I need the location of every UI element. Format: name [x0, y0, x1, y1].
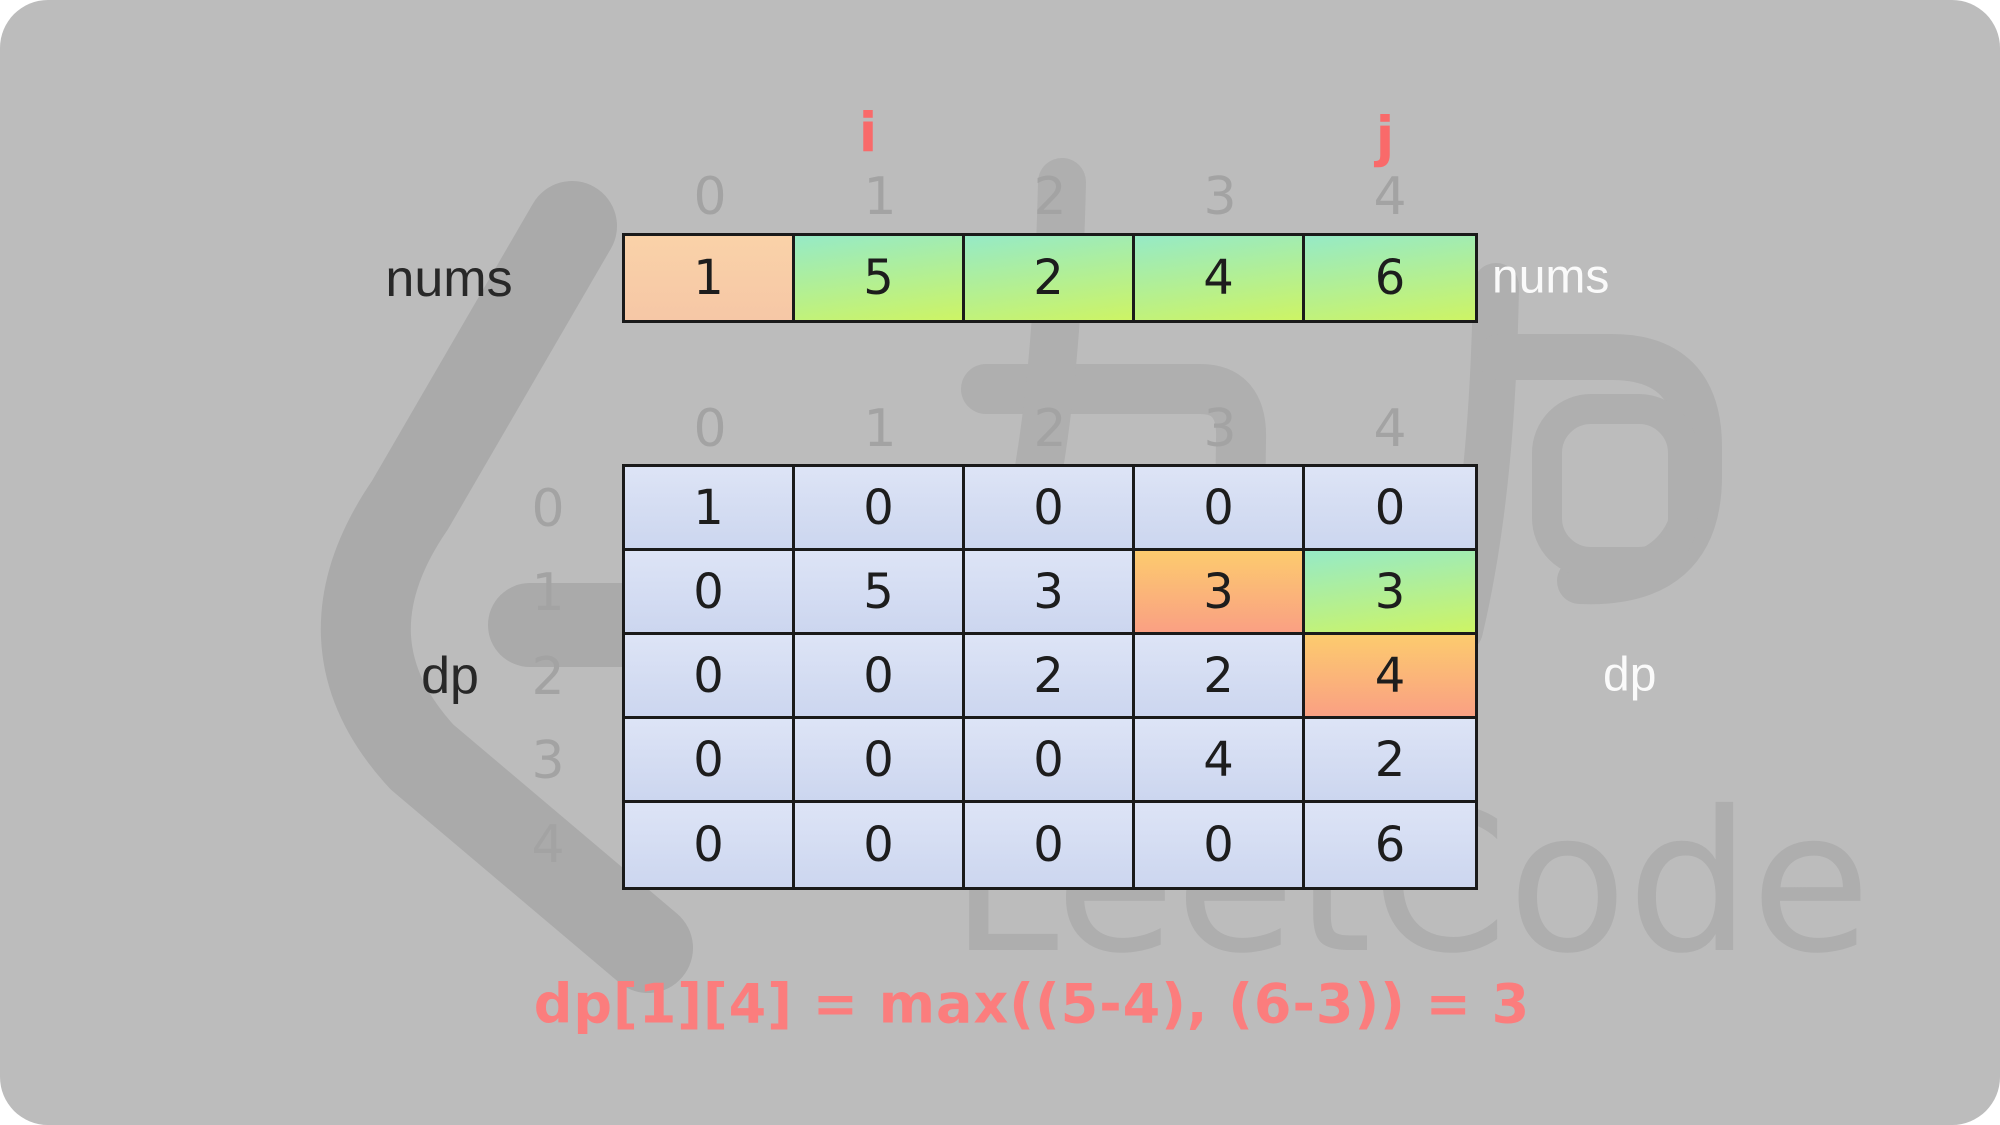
dp-cell-3-0: 0 [625, 719, 795, 803]
dp-cell-2-4-highlighted: 4 [1305, 635, 1475, 719]
dp-cell-4-2: 0 [965, 803, 1135, 887]
dp-col-index-2: 2 [1033, 399, 1067, 459]
nums-cell-2: 2 [965, 236, 1135, 320]
nums-label-right: nums [1492, 250, 1610, 304]
dp-row-index-4: 4 [531, 815, 565, 875]
dp-col-index-0: 0 [693, 399, 727, 459]
dp-table: 1 0 0 0 0 0 5 3 3 3 0 0 2 2 4 0 0 0 4 2 … [622, 464, 1478, 890]
dp-cell-2-2: 2 [965, 635, 1135, 719]
nums-label-left: nums [385, 250, 513, 308]
nums-cell-1: 5 [795, 236, 965, 320]
dp-cell-3-3: 4 [1135, 719, 1305, 803]
dp-cell-4-0: 0 [625, 803, 795, 887]
nums-array: 1 5 2 4 6 [622, 233, 1478, 323]
dp-col-index-4: 4 [1373, 399, 1407, 459]
dp-row-index-1: 1 [531, 563, 565, 623]
dp-cell-4-4: 6 [1305, 803, 1475, 887]
dp-cell-3-4: 2 [1305, 719, 1475, 803]
dp-cell-1-2: 3 [965, 551, 1135, 635]
dp-cell-0-3: 0 [1135, 467, 1305, 551]
dp-cell-0-2: 0 [965, 467, 1135, 551]
nums-cell-4: 6 [1305, 236, 1475, 320]
dp-cell-2-3: 2 [1135, 635, 1305, 719]
dp-transition-formula: dp[1][4] = max((5-4), (6-3)) = 3 [533, 972, 1531, 1036]
dp-cell-0-1: 0 [795, 467, 965, 551]
dp-cell-4-3: 0 [1135, 803, 1305, 887]
dp-cell-3-1: 0 [795, 719, 965, 803]
pointer-j-label: j [1375, 105, 1395, 169]
dp-label-left: dp [421, 647, 479, 705]
nums-index-0: 0 [693, 167, 727, 227]
nums-index-2: 2 [1033, 167, 1067, 227]
nums-index-1: 1 [863, 167, 897, 227]
dp-cell-0-0: 1 [625, 467, 795, 551]
dp-row-index-2: 2 [531, 647, 565, 707]
nums-index-3: 3 [1203, 167, 1237, 227]
cn-glyph-2 [1437, 263, 1722, 653]
dp-cell-1-1: 5 [795, 551, 965, 635]
dp-cell-2-1: 0 [795, 635, 965, 719]
dp-col-index-1: 1 [863, 399, 897, 459]
dp-row-index-3: 3 [531, 731, 565, 791]
dp-label-right: dp [1603, 648, 1657, 702]
dp-cell-0-4: 0 [1305, 467, 1475, 551]
dp-cell-1-3-highlighted: 3 [1135, 551, 1305, 635]
dp-cell-1-4-highlighted: 3 [1305, 551, 1475, 635]
nums-index-4: 4 [1373, 167, 1407, 227]
dp-cell-1-0: 0 [625, 551, 795, 635]
dp-col-index-3: 3 [1203, 399, 1237, 459]
dp-cell-4-1: 0 [795, 803, 965, 887]
nums-cell-0: 1 [625, 236, 795, 320]
dp-row-index-0: 0 [531, 479, 565, 539]
pointer-i-label: i [858, 101, 878, 165]
nums-cell-3: 4 [1135, 236, 1305, 320]
dp-cell-3-2: 0 [965, 719, 1135, 803]
dp-cell-2-0: 0 [625, 635, 795, 719]
